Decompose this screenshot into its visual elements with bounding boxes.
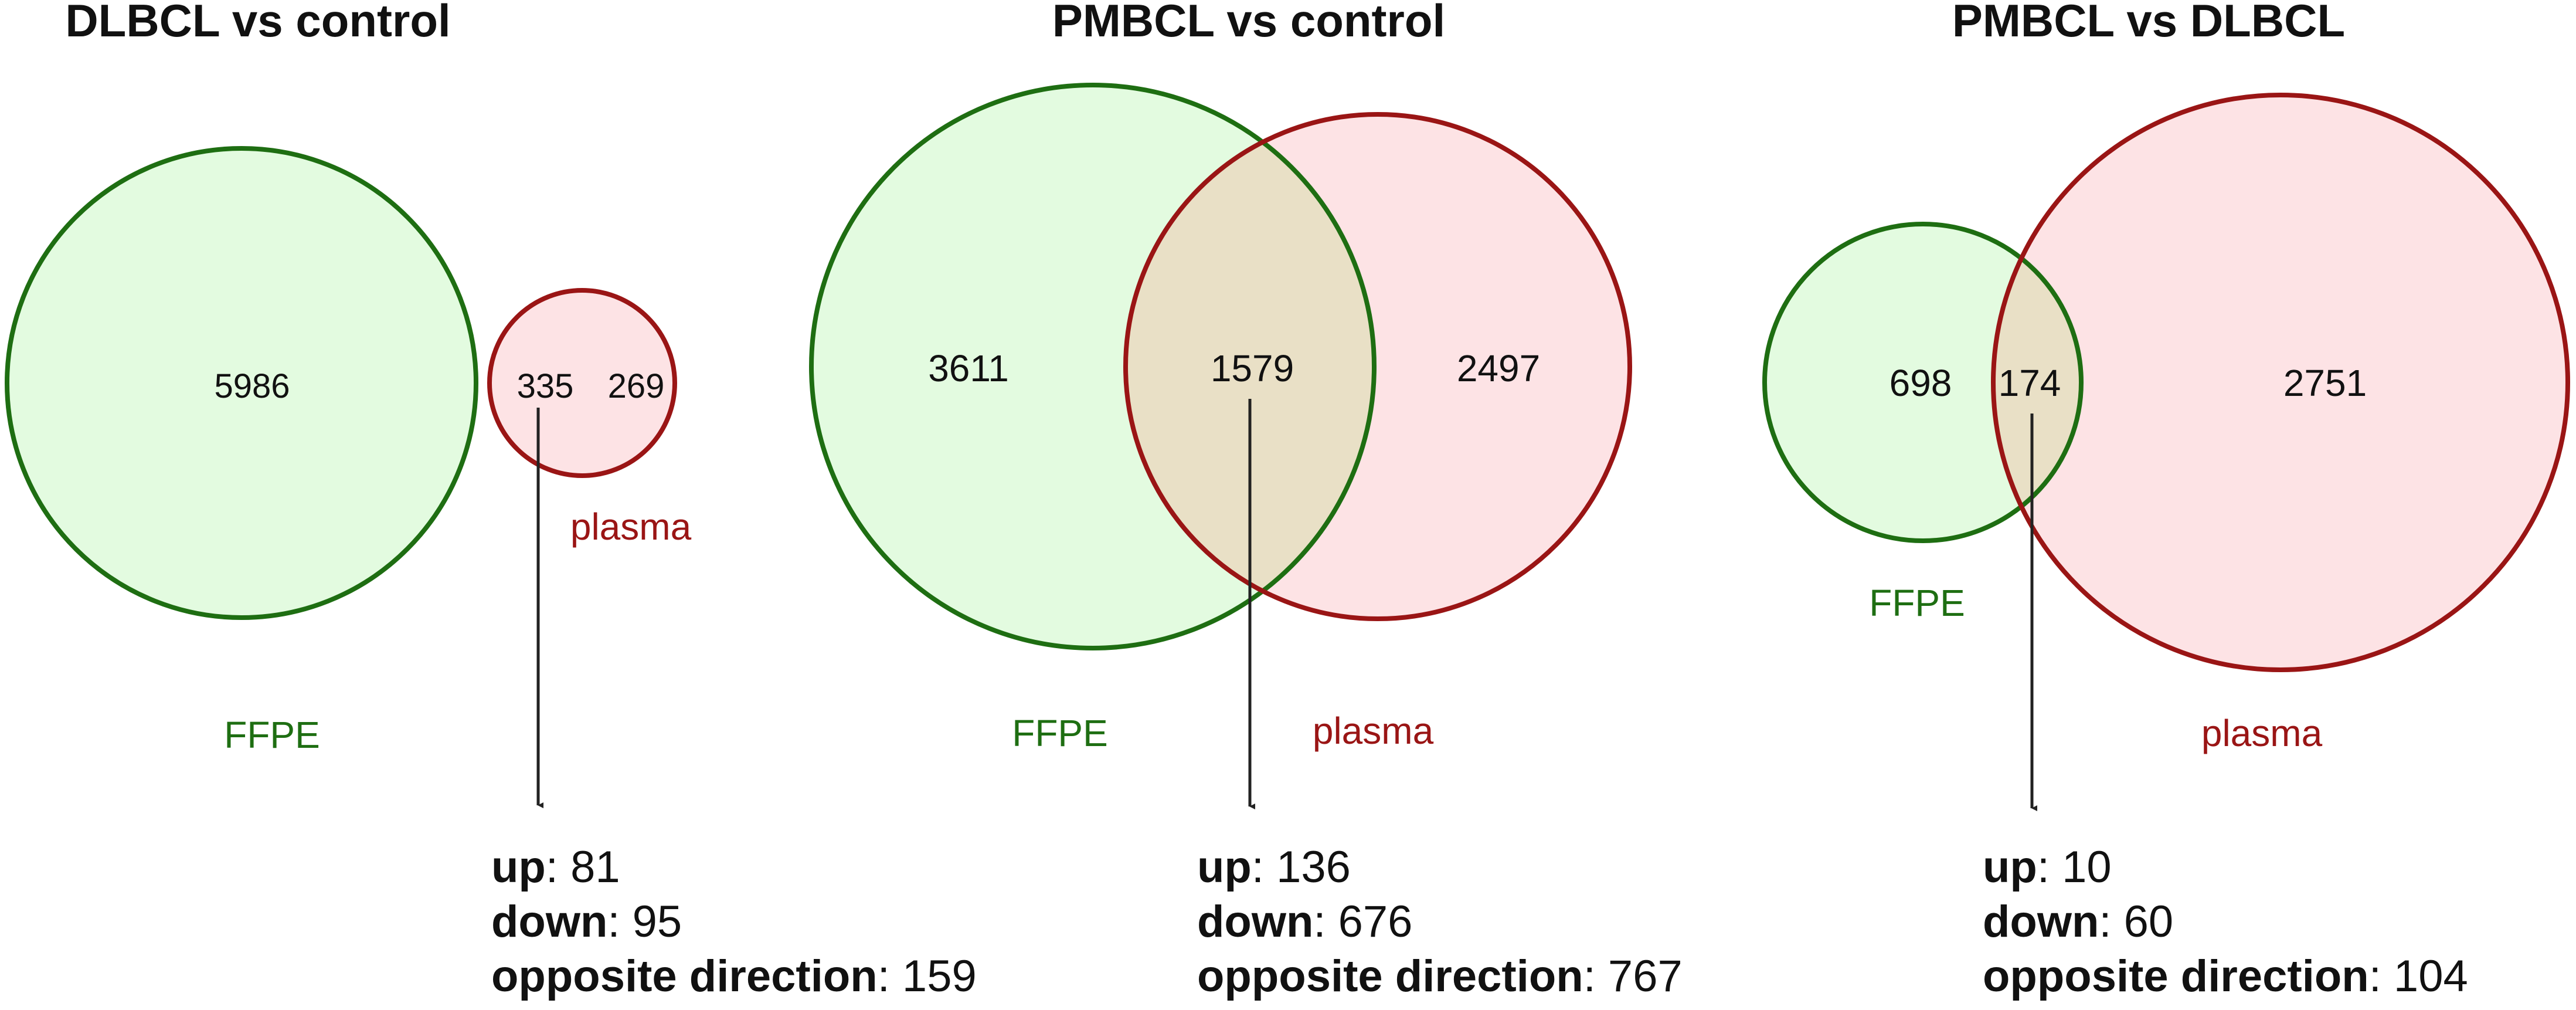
overlap-count: 1579 xyxy=(1211,347,1294,389)
panel-dlbcl-vs-control: DLBCL vs control 5986 335 269 FFPE plasm… xyxy=(5,0,977,1001)
stat-up: up: 10 xyxy=(1983,842,2112,892)
stat-down: down: 676 xyxy=(1197,897,1412,947)
panel-pmbcl-vs-dlbcl: PMBCL vs DLBCL 698 174 2751 FFPE plasma … xyxy=(1762,0,2570,1001)
stat-down: down: 60 xyxy=(1983,897,2173,947)
plasma-only-count: 2751 xyxy=(2283,362,2367,404)
plasma-label: plasma xyxy=(2201,712,2323,754)
overlap-stats: up: 136 down: 676 opposite direction: 76… xyxy=(1197,842,1683,1001)
stat-opposite-direction: opposite direction: 767 xyxy=(1197,951,1683,1001)
ffpe-circle xyxy=(1762,222,2084,543)
overlap-count: 335 xyxy=(517,367,574,405)
plasma-circle xyxy=(1991,93,2570,672)
ffpe-only-count: 3611 xyxy=(928,347,1009,389)
plasma-label: plasma xyxy=(1313,710,1434,752)
overlap-stats: up: 81 down: 95 opposite direction: 159 xyxy=(491,842,977,1001)
plasma-label: plasma xyxy=(570,506,692,548)
ffpe-label: FFPE xyxy=(224,714,320,756)
panel-title: PMBCL vs DLBCL xyxy=(1952,0,2345,46)
stat-opposite-direction: opposite direction: 104 xyxy=(1983,951,2468,1001)
plasma-circle xyxy=(1123,112,1632,621)
ffpe-circle xyxy=(5,146,478,620)
ffpe-only-count: 5986 xyxy=(214,367,290,405)
panel-pmbcl-vs-control: PMBCL vs control 3611 1579 2497 FFPE pla… xyxy=(809,0,1683,1001)
panel-title: PMBCL vs control xyxy=(1052,0,1445,46)
plasma-circle-fill xyxy=(1993,95,2568,670)
plasma-only-count: 2497 xyxy=(1457,347,1540,389)
overlap-stats: up: 10 down: 60 opposite direction: 104 xyxy=(1983,842,2468,1001)
ffpe-only-count: 698 xyxy=(1889,362,1952,404)
plasma-circle-fill xyxy=(490,290,675,476)
ffpe-circle-fill xyxy=(7,148,476,618)
ffpe-circle xyxy=(809,83,1377,650)
plasma-only-count: 269 xyxy=(608,367,665,405)
stat-down: down: 95 xyxy=(491,897,682,947)
plasma-circle xyxy=(487,288,677,478)
ffpe-label: FFPE xyxy=(1012,712,1108,754)
stat-up: up: 136 xyxy=(1197,842,1351,892)
panel-title: DLBCL vs control xyxy=(65,0,450,46)
ffpe-label: FFPE xyxy=(1869,582,1965,624)
stat-opposite-direction: opposite direction: 159 xyxy=(491,951,977,1001)
overlap-count: 174 xyxy=(1999,362,2061,404)
stat-up: up: 81 xyxy=(491,842,620,892)
overlap-region xyxy=(1126,114,1374,619)
